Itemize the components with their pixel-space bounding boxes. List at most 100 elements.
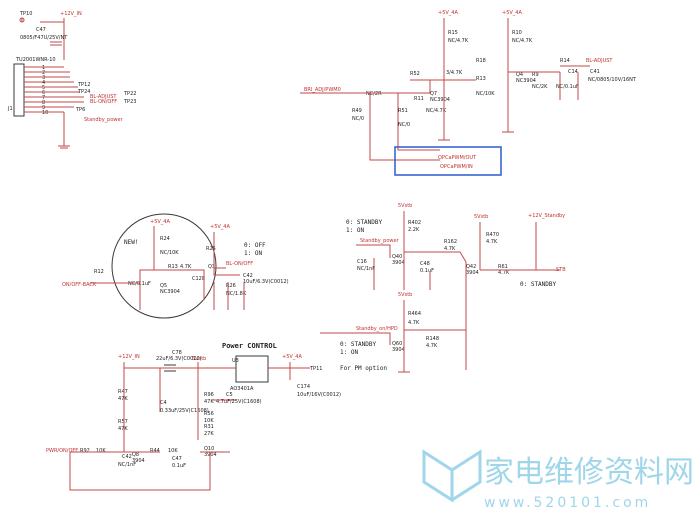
c47-value: 0805/F47U/25V/NT: [20, 35, 68, 41]
connector-part-label: TU2001WNR-10: [15, 57, 56, 63]
r25-label: R25: [206, 246, 216, 252]
r464-value: 4.7K: [408, 320, 420, 326]
pin-label: 9: [42, 105, 45, 111]
r52-label: R52: [410, 71, 420, 77]
q7-label: Q7: [430, 91, 437, 97]
bl-vcc-wires: [443, 18, 509, 80]
opt-pwm-in: OPCaPWM/IN: [440, 164, 473, 170]
vstb3-label: +12V_Standby: [528, 213, 565, 219]
q42-label: Q42: [466, 264, 476, 270]
r14-label: R14: [560, 58, 570, 64]
tp10-pad: [19, 17, 25, 23]
r464-label: R464: [408, 311, 421, 317]
c78-value: 22uF/6.3V(C0012): [156, 356, 202, 362]
c128-label: C128: [192, 276, 205, 282]
watermark: 家电维修资料网 www.520101.com: [422, 449, 694, 511]
new-label: NEW!: [124, 239, 138, 246]
r26-value: NC/1.8K: [226, 291, 247, 297]
r162-value: 4.7K: [444, 246, 456, 252]
vstb1-label: 5Vstb: [398, 203, 412, 209]
c16-label: C16: [357, 259, 367, 265]
r26-label: R26: [226, 283, 236, 289]
r9-label: R9: [532, 72, 539, 78]
standby-note-0: 0: STANDBY: [346, 219, 383, 226]
r402-value: 2.2K: [408, 227, 420, 233]
net-bl-onoff-label: BL-ON/OFF: [90, 99, 117, 105]
r51-value: NC/0: [398, 122, 410, 128]
bl-vcc2-label: +5V_4A: [502, 10, 522, 16]
r24-value: NC/10K: [160, 250, 179, 256]
tp24-label: TP24: [77, 89, 90, 95]
connector-body: [13, 63, 25, 117]
book-logo-icon: [422, 449, 482, 503]
r15-value: NC/4.7K: [448, 38, 469, 44]
pc-vcc-out: +5V_4A: [282, 354, 302, 360]
c14-value: NC/0.1uF: [556, 84, 579, 90]
new-vcc2-label: +5V_4A: [210, 224, 230, 230]
r17-label: 3/4.7K: [446, 70, 463, 76]
pm-net-label: Standby_on/HPD: [356, 326, 398, 332]
pin-label: 8: [42, 100, 45, 106]
r11-value: NC/4.7K: [426, 108, 447, 114]
q40-type: 3904: [392, 260, 405, 266]
r56-value: 10K: [204, 418, 214, 424]
c41-value: NC/0805/10V/16NT: [588, 77, 637, 83]
r148-value: 4.7K: [426, 343, 438, 349]
c42c-label: C42: [122, 454, 132, 460]
pin-label: 5: [42, 85, 45, 91]
r10-label: R10: [512, 30, 522, 36]
pm-vstb-label: 5Vstb: [398, 292, 412, 298]
nc-r-label: NC/2R: [366, 91, 382, 97]
pin-label: 1: [42, 65, 45, 71]
r470-value: 4.7K: [486, 239, 498, 245]
q7-type: NC3904: [430, 97, 450, 103]
backlight-block: +5V_4A +5V_4A R15 NC/4.7K R10 NC/4.7K R5…: [300, 10, 637, 176]
bl-vcc1-label: +5V_4A: [438, 10, 458, 16]
r148-label: R148: [426, 336, 439, 342]
r9-value: NC/2K: [532, 84, 548, 90]
r96-label: R96: [204, 392, 214, 398]
r92-value: 10K: [96, 448, 106, 454]
c5-label: C5: [226, 392, 233, 398]
net-bl-adjust-label: BL-ADJUST: [90, 94, 117, 100]
c78-label: C78: [172, 350, 182, 356]
bl-input-net: BRI_ADJ/PWM0: [304, 87, 341, 93]
c16-value: NC/1nF: [357, 266, 375, 272]
standby-block: 5Vstb R402 2.2K 0: STANDBY 1: ON Standby…: [346, 203, 566, 370]
pm-wires: [320, 300, 466, 373]
connector-pin-wires: [24, 66, 84, 113]
c47-label: C47: [36, 27, 46, 33]
q10-label: Q10: [204, 446, 214, 452]
new-highlight-circle: [111, 213, 217, 319]
pin-label: 6: [42, 90, 45, 96]
r13b-label: R13: [168, 264, 178, 270]
bl-adjust-out-label: BL-ADJUST: [586, 58, 613, 64]
watermark-cn: 家电维修资料网: [484, 455, 694, 490]
net-onoff-back: ON/OFF-BACK: [62, 282, 97, 288]
u3-part: AO3401A: [230, 386, 254, 392]
u3-label: U3: [232, 358, 239, 364]
c47b-value: 0.1uF: [172, 463, 186, 469]
vcc-12v-label: +12V_IN: [60, 11, 82, 17]
power-block: Power CONTROL +12V_IN 5Vstb +5V_4A C78 2…: [46, 342, 341, 491]
c42b-label: C42: [243, 273, 253, 279]
standby-note-1: 1: ON: [346, 227, 364, 234]
q3-label: Q3: [208, 264, 215, 270]
new-block: NEW! +5V_4A +5V_4A R24 NC/10K R13 4.7K R…: [62, 213, 289, 319]
q4-type: NC3904: [516, 78, 536, 84]
new-note-on: 1: ON: [244, 250, 262, 257]
q42-type: 3904: [466, 270, 479, 276]
pin-label: 2: [42, 70, 45, 76]
pwr-onoff-net: PWR/ON/OFF: [46, 448, 78, 454]
r470-label: R470: [486, 232, 499, 238]
pc-5vstb: 5Vstb: [192, 356, 206, 362]
pin-label: 10: [42, 110, 48, 116]
r47-label: R47: [118, 389, 128, 395]
q4-label: Q4: [516, 72, 523, 78]
r92-label: R92: [80, 448, 90, 454]
r13b-value: 4.7K: [180, 264, 192, 270]
c174-value: 10uF/16V(C0012): [297, 392, 341, 398]
connector-ground: [58, 112, 70, 149]
standby-note-3: 0: STANDBY: [520, 281, 557, 288]
